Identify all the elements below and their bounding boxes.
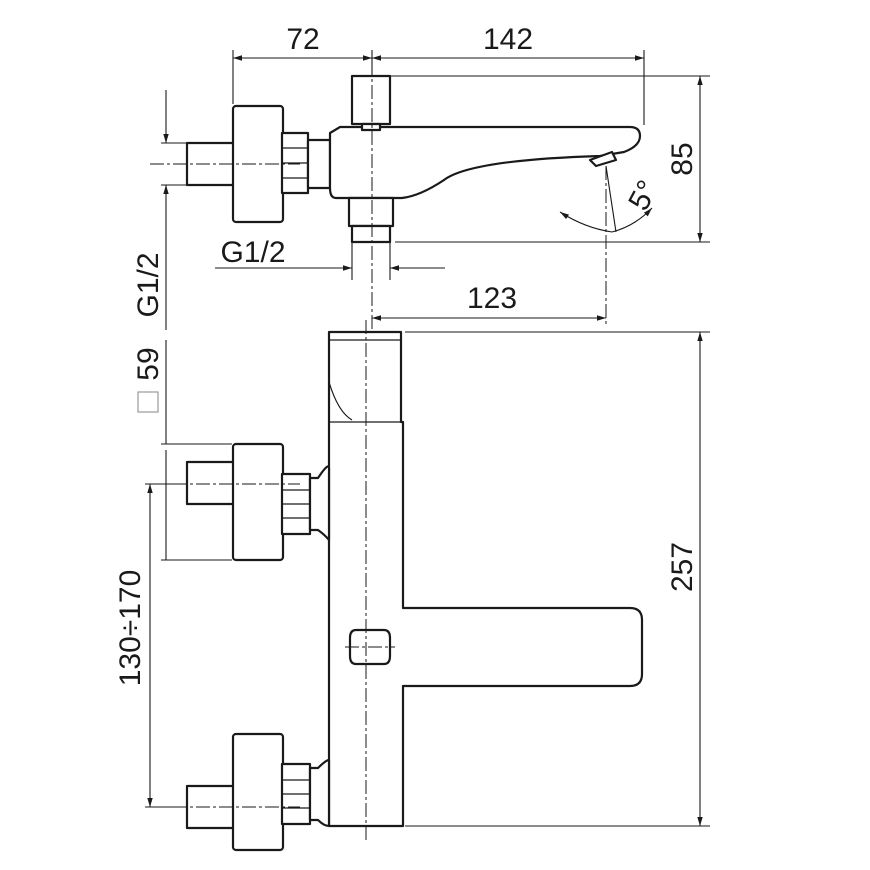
dim-85: 85 (666, 142, 699, 175)
dim-5-degree: 5° (622, 175, 665, 216)
front-dimensions: 257 59 130÷170 (114, 331, 710, 827)
front-upper-eccentric (231, 442, 285, 562)
front-body (327, 330, 644, 828)
dim-59: 59 (132, 347, 165, 380)
front-lower-connector (308, 758, 331, 828)
front-upper-inlet-pipe (185, 460, 237, 506)
dim-142: 142 (483, 23, 533, 56)
top-body-spout (328, 125, 642, 200)
dim-72: 72 (286, 23, 319, 56)
top-diverter-knob (350, 74, 392, 126)
dim-130-170: 130÷170 (114, 570, 147, 687)
top-connector (306, 138, 332, 190)
front-lower-eccentric (231, 732, 285, 852)
dim-g12-top: G1/2 (220, 236, 285, 269)
dim-g12-side: G1/2 (132, 252, 165, 317)
square-symbol-icon (137, 391, 159, 413)
dim-257: 257 (666, 542, 699, 592)
top-outlet-thread (350, 224, 392, 244)
top-view (150, 62, 642, 330)
front-view (150, 320, 644, 852)
top-outlet-stub (347, 196, 395, 228)
dim-123: 123 (467, 282, 517, 315)
front-upper-connector (308, 465, 331, 542)
top-aerator (588, 150, 618, 168)
